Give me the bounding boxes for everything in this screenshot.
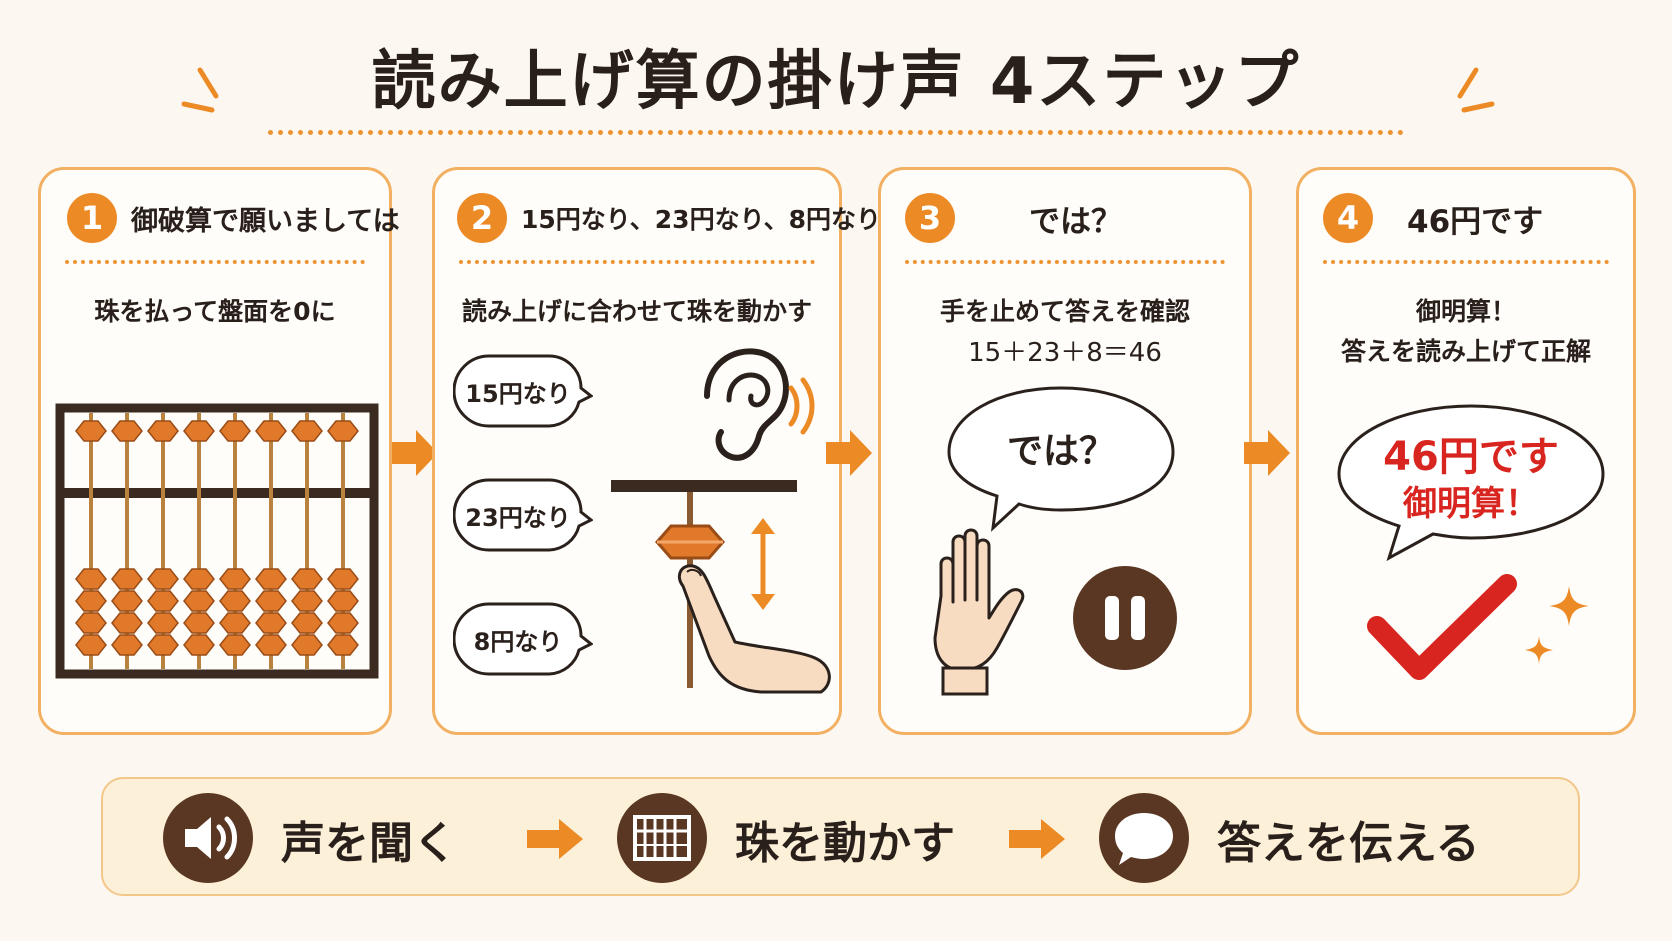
answer-bubble-line2: 御明算！ bbox=[1403, 484, 1539, 524]
step-heading-4: 46円です bbox=[1407, 203, 1544, 240]
speech-bubble-1 bbox=[453, 354, 593, 428]
earth-bead bbox=[111, 634, 143, 656]
step-desc-4-line1: 御明算！ bbox=[1415, 297, 1516, 326]
left-spark-icon bbox=[181, 67, 219, 113]
step-number-4: 4 bbox=[1323, 193, 1373, 243]
step-number-1: 1 bbox=[67, 193, 117, 243]
earth-bead bbox=[111, 568, 143, 590]
heaven-bead bbox=[327, 420, 359, 442]
step-divider-4 bbox=[1323, 260, 1609, 264]
earth-bead bbox=[183, 612, 215, 634]
earth-bead bbox=[75, 590, 107, 612]
page-title: 読み上げ算の掛け声 4ステップ bbox=[371, 45, 1301, 119]
bubble-label-3: 8円なり bbox=[473, 628, 563, 656]
earth-bead bbox=[219, 590, 251, 612]
heaven-bead bbox=[183, 420, 215, 442]
abacus-icon bbox=[617, 793, 707, 883]
thinking-bubble-label: では？ bbox=[1006, 431, 1115, 472]
earth-bead bbox=[291, 612, 323, 634]
thinking-speech-bubble bbox=[947, 386, 1175, 532]
bubble-label-2: 23円なり bbox=[465, 504, 571, 532]
earth-bead bbox=[183, 590, 215, 612]
earth-bead bbox=[255, 634, 287, 656]
arrow-right-icon bbox=[826, 430, 872, 476]
ear-icon bbox=[704, 348, 815, 461]
heaven-bead bbox=[255, 420, 287, 442]
flow-summary-bar: 声を聞く 珠を動かす 答えを伝える bbox=[101, 777, 1580, 896]
speech-bubble-2 bbox=[453, 478, 593, 552]
flow-label-2: 珠を動かす bbox=[735, 818, 955, 869]
step-number-2: 2 bbox=[457, 193, 507, 243]
right-spark-icon bbox=[1457, 67, 1495, 113]
earth-bead bbox=[75, 612, 107, 634]
heaven-bead bbox=[111, 420, 143, 442]
arrow-right-icon bbox=[1244, 430, 1290, 476]
speech-bubble-icon bbox=[1099, 793, 1189, 883]
step-card-2: 2 15円なり、23円なり、8円なり 読み上げに合わせて珠を動かす 15円なり … bbox=[432, 167, 881, 735]
answer-bubble-line1: 46円です bbox=[1383, 434, 1559, 480]
earth-bead bbox=[111, 612, 143, 634]
earth-bead bbox=[327, 634, 359, 656]
earth-bead bbox=[255, 590, 287, 612]
step-heading-1: 御破算で願いましては bbox=[131, 205, 400, 237]
earth-bead bbox=[327, 568, 359, 590]
speaker-icon bbox=[163, 793, 253, 883]
earth-bead bbox=[219, 634, 251, 656]
earth-bead bbox=[147, 590, 179, 612]
earth-bead bbox=[327, 590, 359, 612]
step-desc-1: 珠を払って盤面を0に bbox=[94, 297, 336, 326]
heaven-bead bbox=[219, 420, 251, 442]
earth-bead bbox=[291, 568, 323, 590]
step-desc-4-line2: 答えを読み上げて正解 bbox=[1340, 337, 1591, 366]
step-equation: 15＋23＋8＝46 bbox=[968, 338, 1162, 368]
speech-bubble-3 bbox=[453, 602, 593, 676]
flow-label-3: 答えを伝える bbox=[1217, 818, 1480, 869]
earth-bead bbox=[219, 568, 251, 590]
step-divider-2 bbox=[459, 260, 815, 264]
heaven-bead bbox=[147, 420, 179, 442]
flow-label-1: 声を聞く bbox=[281, 818, 457, 869]
pause-icon bbox=[1073, 566, 1177, 670]
earth-bead bbox=[291, 634, 323, 656]
step-card-4: 4 46円です 御明算！ 答えを読み上げて正解 46円です 御明算！ bbox=[1296, 167, 1636, 735]
bead-moving-illustration bbox=[611, 480, 831, 694]
earth-bead bbox=[219, 612, 251, 634]
heaven-bead bbox=[291, 420, 323, 442]
arrow-right-icon bbox=[392, 430, 438, 476]
step-heading-3: では？ bbox=[1029, 203, 1122, 240]
step-card-1: 1 御破算で願いましては 珠を払って盤面を0に bbox=[38, 167, 400, 735]
earth-bead bbox=[75, 634, 107, 656]
stop-hand-icon bbox=[933, 528, 1025, 696]
earth-bead bbox=[147, 612, 179, 634]
earth-bead bbox=[147, 634, 179, 656]
step-desc-2: 読み上げに合わせて珠を動かす bbox=[461, 297, 812, 326]
answer-speech-bubble bbox=[1337, 404, 1605, 562]
heaven-bead bbox=[75, 420, 107, 442]
earth-bead bbox=[75, 568, 107, 590]
earth-bead bbox=[147, 568, 179, 590]
earth-bead bbox=[255, 568, 287, 590]
earth-bead bbox=[255, 612, 287, 634]
step-heading-2: 15円なり、23円なり、8円なり bbox=[521, 205, 881, 234]
abacus-illustration bbox=[55, 403, 379, 679]
checkmark-icon bbox=[1367, 574, 1517, 680]
step-divider-1 bbox=[65, 260, 365, 264]
step-card-3: 3 では？ 手を止めて答えを確認 15＋23＋8＝46 では？ bbox=[878, 167, 1252, 735]
title-divider bbox=[268, 130, 1404, 135]
earth-bead bbox=[111, 590, 143, 612]
bubble-label-1: 15円なり bbox=[465, 380, 571, 408]
earth-bead bbox=[291, 590, 323, 612]
flow-arrow-icon bbox=[527, 819, 583, 859]
step-divider-3 bbox=[905, 260, 1225, 264]
earth-bead bbox=[327, 612, 359, 634]
flow-arrow-icon bbox=[1009, 819, 1065, 859]
step-desc-3: 手を止めて答えを確認 bbox=[939, 297, 1190, 326]
sparkle-icon bbox=[1525, 586, 1589, 664]
earth-bead bbox=[183, 568, 215, 590]
earth-bead bbox=[183, 634, 215, 656]
step-number-3: 3 bbox=[905, 193, 955, 243]
